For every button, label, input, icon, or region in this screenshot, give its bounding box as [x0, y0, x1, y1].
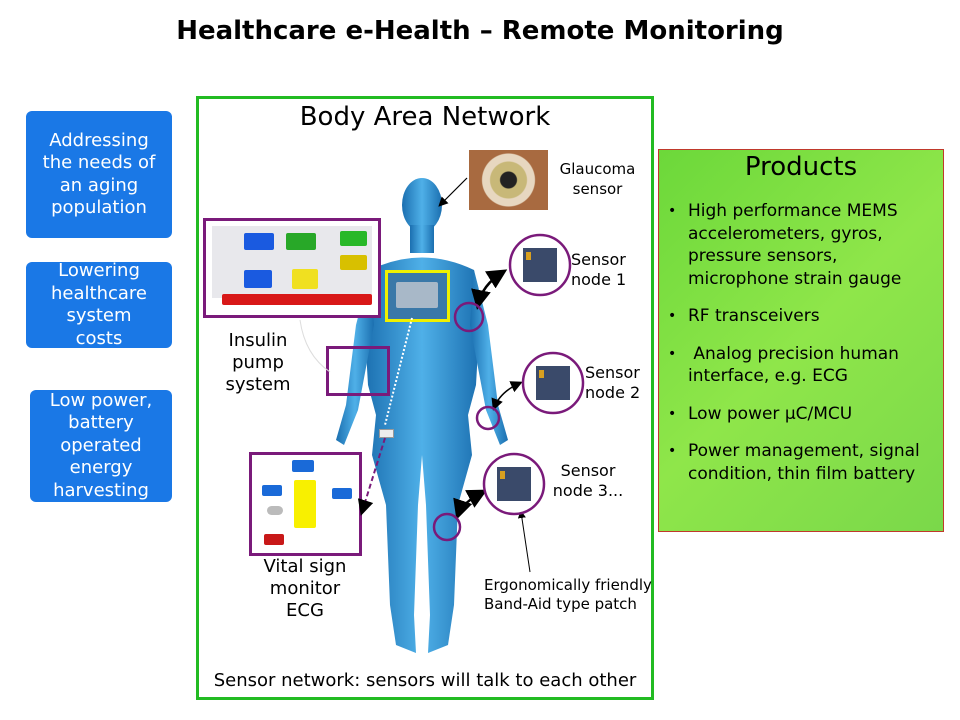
sensor-node-1-link: [471, 269, 508, 310]
products-title: Products: [744, 152, 858, 182]
sensor-node-1-label: Sensor node 1: [571, 250, 627, 289]
product-item: Power management, signal condition, thin…: [668, 440, 943, 485]
chest-to-patch-link: [384, 317, 413, 426]
product-item: RF transceivers: [668, 305, 943, 328]
patch-label: Ergonomically friendly Band-Aid type pat…: [484, 576, 652, 613]
glaucoma-label: Glaucoma sensor: [559, 160, 636, 198]
sensor-location-1: [453, 301, 485, 333]
insulin-link: [299, 319, 331, 373]
sensor-node-2-link: [491, 381, 523, 411]
patch-device: [379, 429, 394, 438]
sensor-location-2: [475, 405, 501, 431]
slide-title: Healthcare e-Health – Remote Monitoring: [176, 16, 784, 46]
sensor-location-3: [432, 512, 462, 542]
insulin-pump-label: Insulin pump system: [225, 330, 291, 395]
benefit-low-power: Low power, battery operated energy harve…: [30, 390, 172, 502]
sensor-node-3-link: [453, 489, 488, 520]
sensor-node-3-label: Sensor node 3...: [552, 461, 624, 500]
products-panel: Products High performance MEMS accelerom…: [658, 149, 944, 532]
sensor-node-2-label: Sensor node 2: [585, 363, 641, 402]
glaucoma-arrow: [438, 177, 468, 207]
chest-device-highlight: [385, 270, 450, 322]
ban-footer: Sensor network: sensors will talk to eac…: [213, 670, 637, 691]
product-item: Analog precision human interface, e.g. E…: [668, 343, 943, 388]
patch-arrow: [517, 510, 531, 573]
products-list: High performance MEMS accelerometers, gy…: [659, 200, 943, 485]
ecg-label: Vital sign monitor ECG: [263, 556, 347, 621]
benefit-text: Low power, battery operated energy harve…: [49, 389, 153, 501]
benefit-aging-population: Addressing the needs of an aging populat…: [26, 111, 172, 238]
benefit-text: Addressing the needs of an aging populat…: [42, 129, 156, 219]
benefit-lower-costs: Lowering healthcare system costs: [26, 260, 172, 349]
sensor-node-images: [482, 233, 585, 516]
insulin-pump-diagram: [203, 218, 381, 318]
insulin-pump-location-marker: [326, 346, 390, 396]
ecg-diagram: [249, 452, 362, 556]
product-item: Low power µC/MCU: [668, 403, 943, 426]
ban-title: Body Area Network: [299, 102, 551, 132]
patch-to-ecg-link: [357, 437, 386, 516]
product-item: High performance MEMS accelerometers, gy…: [668, 200, 943, 290]
body-area-network-frame: [196, 96, 654, 700]
benefit-text: Lowering healthcare system costs: [51, 260, 147, 349]
eye-image: [469, 150, 548, 210]
